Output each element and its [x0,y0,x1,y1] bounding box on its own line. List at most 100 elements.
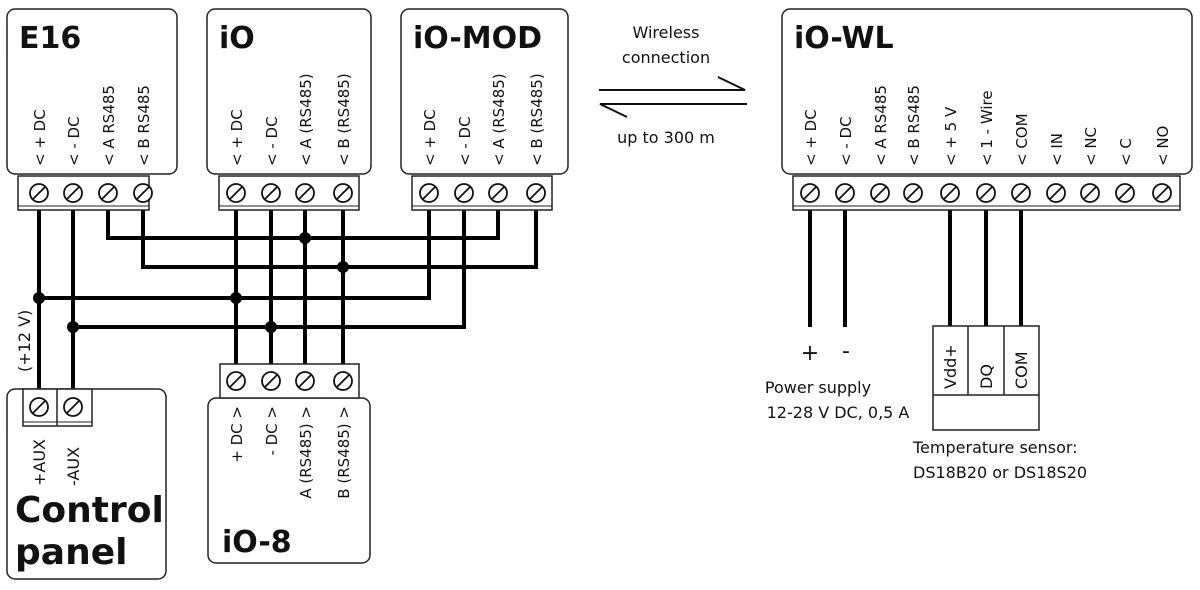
sensor-pin-label: COM [1012,351,1031,389]
junction-dot [265,321,277,333]
minus-label: - [842,339,850,364]
junction-dot [33,292,45,304]
wireless-connection: Wireless connection up to 300 m [599,23,747,147]
device-box [206,8,372,175]
device-title: E16 [19,21,81,56]
junction-dot [299,232,311,244]
device-title: iO [219,21,255,56]
device-io-mod: iO-MOD < + DC < - DC < A (RS485) < B (RS485) [400,8,569,211]
junction-dot [337,261,349,273]
screw-slot [66,400,80,414]
terminal-label: < A (RS485) [297,73,315,166]
terminal-label: < COM [1013,113,1031,166]
device-title: iO-8 [222,525,292,560]
screw-slot [803,186,817,200]
screw-slot [264,186,278,200]
power-supply-label: Power supply [765,378,871,397]
terminal-label: < + DC [31,109,49,166]
wireless-range: up to 300 m [617,128,715,147]
screw-slot [943,186,957,200]
screw-slot [491,186,505,200]
screw-slot [457,186,471,200]
screw-slot [136,186,150,200]
screw-slot [1083,186,1097,200]
wireless-label-line1: Wireless [633,23,700,42]
junction-dot [67,321,79,333]
terminal-label: < A (RS485) [490,73,508,166]
screw-slot [229,374,243,388]
terminal-label: < B (RS485) [335,73,353,166]
screw-slot [1014,186,1028,200]
screw-slot [298,186,312,200]
terminal-label: < - DC [263,116,281,166]
device-title: iO-MOD [413,21,542,56]
wire [39,210,431,300]
plus-label: + [801,341,819,366]
sensor-label: Temperature sensor: [912,438,1078,457]
sensor-body [932,325,1040,431]
terminal-label: < B RS485 [905,85,923,166]
screw-slot [336,186,350,200]
screw-slot [336,374,350,388]
screw-slot [32,400,46,414]
terminal-label: < + DC [228,109,246,166]
device-box [781,8,1193,175]
terminal-label: A (RS485) > [297,406,315,499]
arrow-right-icon [599,76,746,91]
screw-slot [906,186,920,200]
terminal-label: < IN [1048,133,1066,166]
voltage-label: (+12 V) [15,310,34,372]
screw-slot [873,186,887,200]
terminal-label: < - DC [456,116,474,166]
device-io-wl: iO-WL < + DC < - DC < A RS485 < B RS485 < + 5… [781,8,1193,211]
arrow-left-icon [599,103,747,118]
device-io-8: + DC >- DC >A (RS485) >B (RS485) >iO-8 [207,363,371,564]
screw-slot [264,374,278,388]
terminal-label: < B RS485 [135,85,153,166]
screw-slot [229,186,243,200]
wire [73,210,466,329]
terminal-label: +AUX [30,439,49,486]
screw-slot [1155,186,1169,200]
device-box [400,8,569,175]
sensor-pin-label: DQ [977,364,996,389]
device-e16: E16 < + DC < - DC < A RS485 < B RS485 [6,8,178,211]
terminal-label: B (RS485) > [335,406,353,499]
screw-slot [979,186,993,200]
terminal-label: < C [1117,138,1135,166]
device-title: iO-WL [794,21,894,56]
power-supply: +- Power supply 12-28 V DC, 0,5 A [765,339,910,422]
screw-slot [101,186,115,200]
power-supply-spec: 12-28 V DC, 0,5 A [767,403,910,422]
screw-slot [422,186,436,200]
terminal-label: < NC [1082,127,1100,166]
terminal-label: < 1 - Wire [978,90,996,166]
terminal-label: < B (RS485) [528,73,546,166]
terminal-label: < + DC [802,109,820,166]
sensor-models: DS18B20 or DS18S20 [913,463,1087,482]
terminal-label: < - DC [65,116,83,166]
device-io: iO < + DC < - DC < A (RS485) < B (RS485) [206,8,372,211]
temperature-sensor: Vdd+ DQ COM Temperature sensor: DS18B20 or D… [912,325,1087,482]
terminal-label: - DC > [263,406,281,456]
screw-slot [1118,186,1132,200]
junction-dot [230,292,242,304]
device-box [6,8,178,175]
screw-slot [529,186,543,200]
terminal-label: < - DC [837,116,855,166]
wireless-label-line2: connection [622,48,710,67]
control-panel-title-line1: Control [15,490,164,531]
terminal-label: < + DC [421,109,439,166]
sensor-pin-label: Vdd+ [941,344,960,389]
screw-slot [1049,186,1063,200]
screw-slot [298,374,312,388]
terminal-label: < A RS485 [100,85,118,166]
control-panel-title-line2: panel [15,532,127,573]
terminal-label: < A RS485 [872,85,890,166]
screw-slot [838,186,852,200]
terminal-label: < + 5 V [942,106,960,166]
screw-slot [32,186,46,200]
terminal-label: -AUX [64,447,83,486]
